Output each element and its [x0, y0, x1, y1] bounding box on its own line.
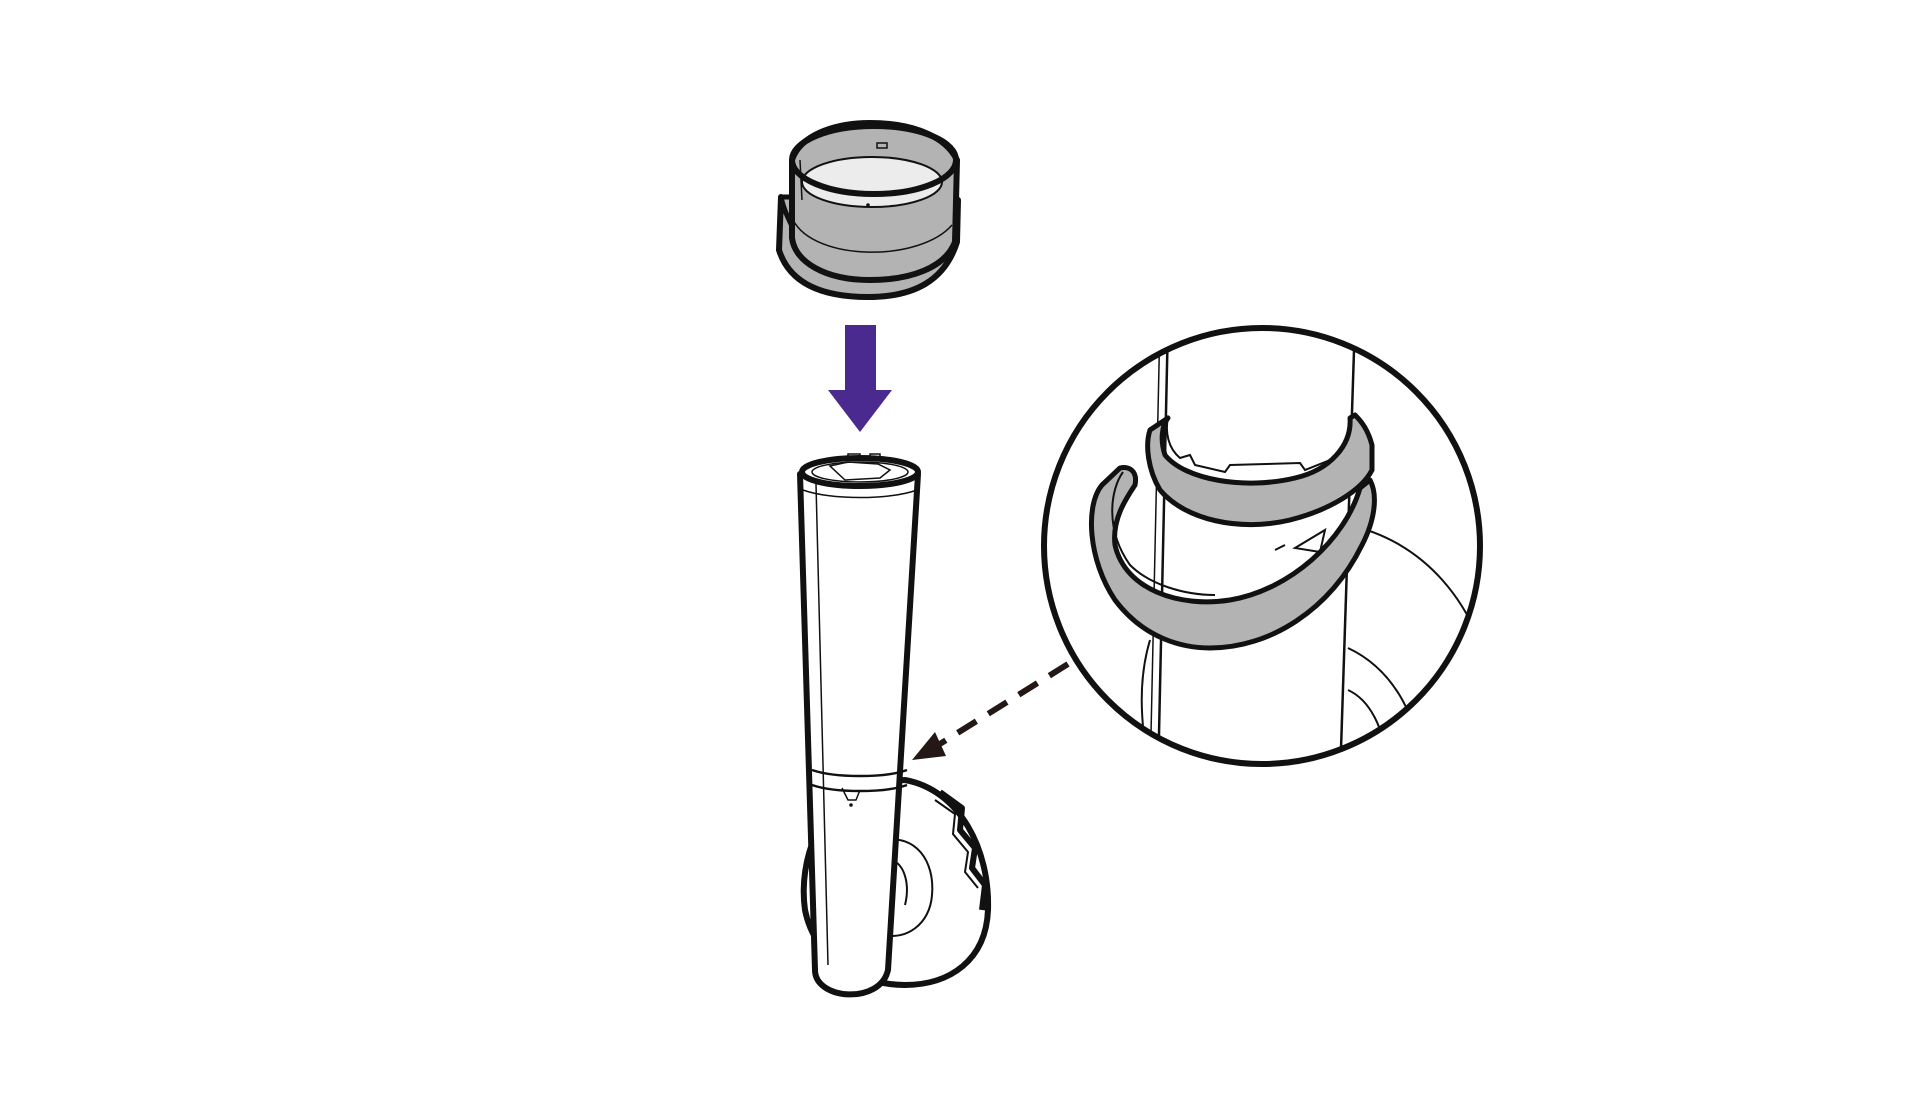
insert-arrow	[828, 325, 892, 432]
clip-ring	[776, 120, 961, 300]
magnified-detail	[1041, 325, 1483, 767]
pole	[797, 453, 921, 998]
detail-pointer-arrow	[912, 661, 1070, 760]
